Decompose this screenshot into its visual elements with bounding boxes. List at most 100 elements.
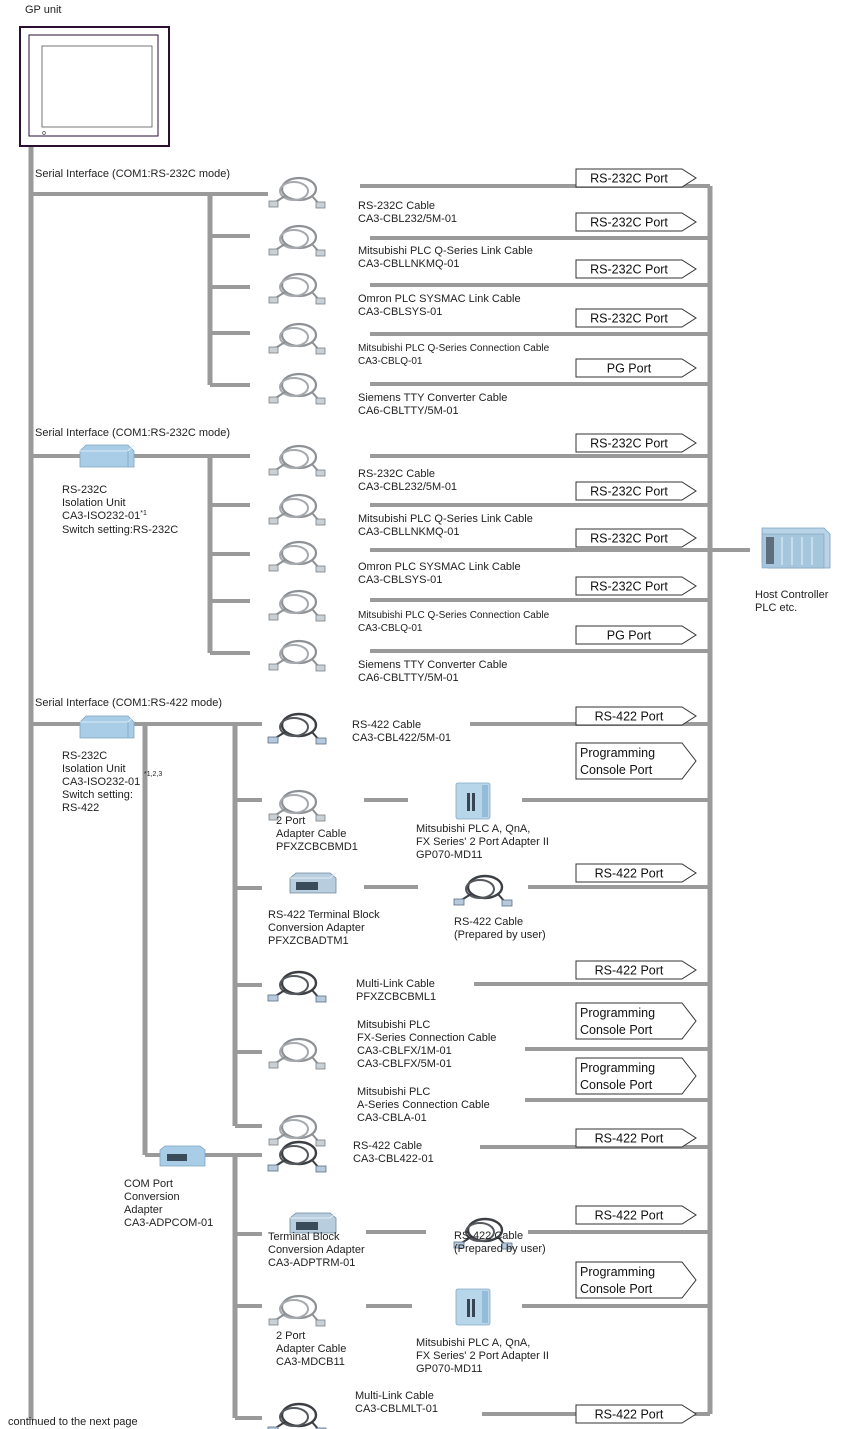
port-label-3: RS-232C Port (575, 259, 697, 279)
port-text: RS-232C Port (590, 216, 668, 230)
port-label-8: RS-232C Port (575, 528, 697, 548)
user-cable-1-l1: RS-422 Cable (454, 916, 523, 928)
port-label-13: RS-422 Port (575, 863, 697, 883)
cable-2-model: CA3-CBLLNKMQ-01 (358, 258, 459, 270)
gp-unit-title: GP unit (25, 4, 62, 16)
port-text: RS-232C Port (590, 312, 668, 326)
port-text: RS-422 Port (595, 964, 664, 978)
adapter-icon (289, 872, 337, 894)
port-label-14: RS-422 Port (575, 960, 697, 980)
two-port-adapter-icon (455, 1288, 491, 1326)
port-label-9: RS-232C Port (575, 576, 697, 596)
com-term-block-l1: Terminal Block (268, 1231, 340, 1243)
cable-icon (266, 712, 328, 746)
cable-11-name: RS-422 Cable (352, 719, 421, 731)
cable-7-model: CA3-CBLLNKMQ-01 (358, 526, 459, 538)
cable-11-model: CA3-CBL422/5M-01 (352, 732, 451, 744)
cable-1-name: RS-232C Cable (358, 200, 435, 212)
cable-6-name: RS-232C Cable (358, 468, 435, 480)
port-text: PG Port (607, 629, 652, 643)
isolation-unit-2-icon (79, 715, 135, 739)
port-text-line-1: Programming (580, 1006, 655, 1020)
section-3-title: Serial Interface (COM1:RS-422 mode) (35, 697, 222, 709)
com-two-port-cable-l1: 2 Port (276, 1330, 305, 1342)
cable-5-model: CA6-CBLTTY/5M-01 (358, 405, 459, 417)
multilink-1-l2: PFXZCBCBML1 (356, 991, 436, 1003)
com-two-port-cable-l3: CA3-MDCB11 (276, 1356, 345, 1368)
cable-icon (267, 444, 327, 478)
com-two-port-adapter-l1: Mitsubishi PLC A, QnA, (416, 1337, 530, 1349)
port-label-4: RS-232C Port (575, 308, 697, 328)
multilink-1-l1: Multi-Link Cable (356, 978, 435, 990)
cable-icon (267, 224, 327, 258)
com-rs422-cable-l2: CA3-CBL422-01 (353, 1153, 434, 1165)
port-text-line-1: Programming (580, 746, 655, 760)
port-label-18: RS-422 Port (575, 1205, 697, 1225)
two-port-adapter-1-l1: Mitsubishi PLC A, QnA, (416, 823, 530, 835)
com-user-cable-l1: RS-422 Cable (454, 1230, 523, 1242)
com-two-port-cable-l2: Adapter Cable (276, 1343, 346, 1355)
port-text-line-1: Programming (580, 1061, 655, 1075)
cable-1-model: CA3-CBL232/5M-01 (358, 213, 457, 225)
port-text: RS-232C Port (590, 485, 668, 499)
port-text: PG Port (607, 362, 652, 376)
port-text: RS-232C Port (590, 172, 668, 186)
port-label-2: RS-232C Port (575, 212, 697, 232)
fx-cable-l1: Mitsubishi PLC (357, 1019, 430, 1031)
cable-8-model: CA3-CBLSYS-01 (358, 574, 442, 586)
port-text: RS-422 Port (595, 1132, 664, 1146)
user-cable-1-l2: (Prepared by user) (454, 929, 546, 941)
cable-icon (266, 970, 328, 1004)
cable-icon (267, 493, 327, 527)
com-rs422-cable-l1: RS-422 Cable (353, 1140, 422, 1152)
cable-icon (267, 639, 327, 673)
term-block-1-l2: Conversion Adapter (268, 922, 365, 934)
port-label-7: RS-232C Port (575, 481, 697, 501)
port-text-line-2: Console Port (580, 1078, 653, 1092)
cable-10-model: CA6-CBLTTY/5M-01 (358, 672, 459, 684)
com-label-1: COM Port (124, 1178, 173, 1190)
continued-note: continued to the next page (8, 1416, 138, 1428)
port-text: RS-232C Port (590, 532, 668, 546)
cable-4-model: CA3-CBLQ-01 (358, 356, 423, 367)
cable-10-name: Siemens TTY Converter Cable (358, 659, 507, 671)
port-text: RS-232C Port (590, 580, 668, 594)
com-label-3: Adapter (124, 1204, 163, 1216)
cable-9-name: Mitsubishi PLC Q-Series Connection Cable (358, 610, 550, 621)
cable-4-name: Mitsubishi PLC Q-Series Connection Cable (358, 343, 550, 354)
com-label-2: Conversion (124, 1191, 180, 1203)
cable-icon (266, 1140, 328, 1174)
cable-icon (267, 1037, 327, 1071)
svg-text:CA3-ISO232-01*1: CA3-ISO232-01*1 (62, 510, 147, 522)
iso1-label-1: RS-232C (62, 484, 107, 496)
cable-icon (267, 322, 327, 356)
cable-7-name: Mitsubishi PLC Q-Series Link Cable (358, 513, 533, 525)
com-port-adapter-icon (159, 1145, 206, 1167)
port-label-1: RS-232C Port (575, 168, 697, 188)
iso2-model: CA3-ISO232-01 (62, 776, 140, 788)
two-port-cable-1-l1: 2 Port (276, 815, 305, 827)
iso1-model: CA3-ISO232-01 (62, 510, 140, 522)
cable-3-model: CA3-CBLSYS-01 (358, 306, 442, 318)
port-label-5: PG Port (575, 358, 697, 378)
port-label-6: RS-232C Port (575, 433, 697, 453)
host-label-2: PLC etc. (755, 602, 797, 614)
cable-icon (267, 272, 327, 306)
cable-9-model: CA3-CBLQ-01 (358, 623, 423, 634)
port-text-line-1: Programming (580, 1265, 655, 1279)
isolation-unit-1-icon (79, 444, 135, 468)
two-port-adapter-icon (455, 782, 491, 820)
port-text: RS-232C Port (590, 263, 668, 277)
adapter-icon (289, 1212, 337, 1234)
section-2-title: Serial Interface (COM1:RS-232C mode) (35, 427, 230, 439)
cable-3-name: Omron PLC SYSMAC Link Cable (358, 293, 521, 305)
port-text-line-2: Console Port (580, 1023, 653, 1037)
iso1-label-2: Isolation Unit (62, 497, 126, 509)
cable-8-name: Omron PLC SYSMAC Link Cable (358, 561, 521, 573)
com-two-port-adapter-l3: GP070-MD11 (416, 1363, 482, 1375)
